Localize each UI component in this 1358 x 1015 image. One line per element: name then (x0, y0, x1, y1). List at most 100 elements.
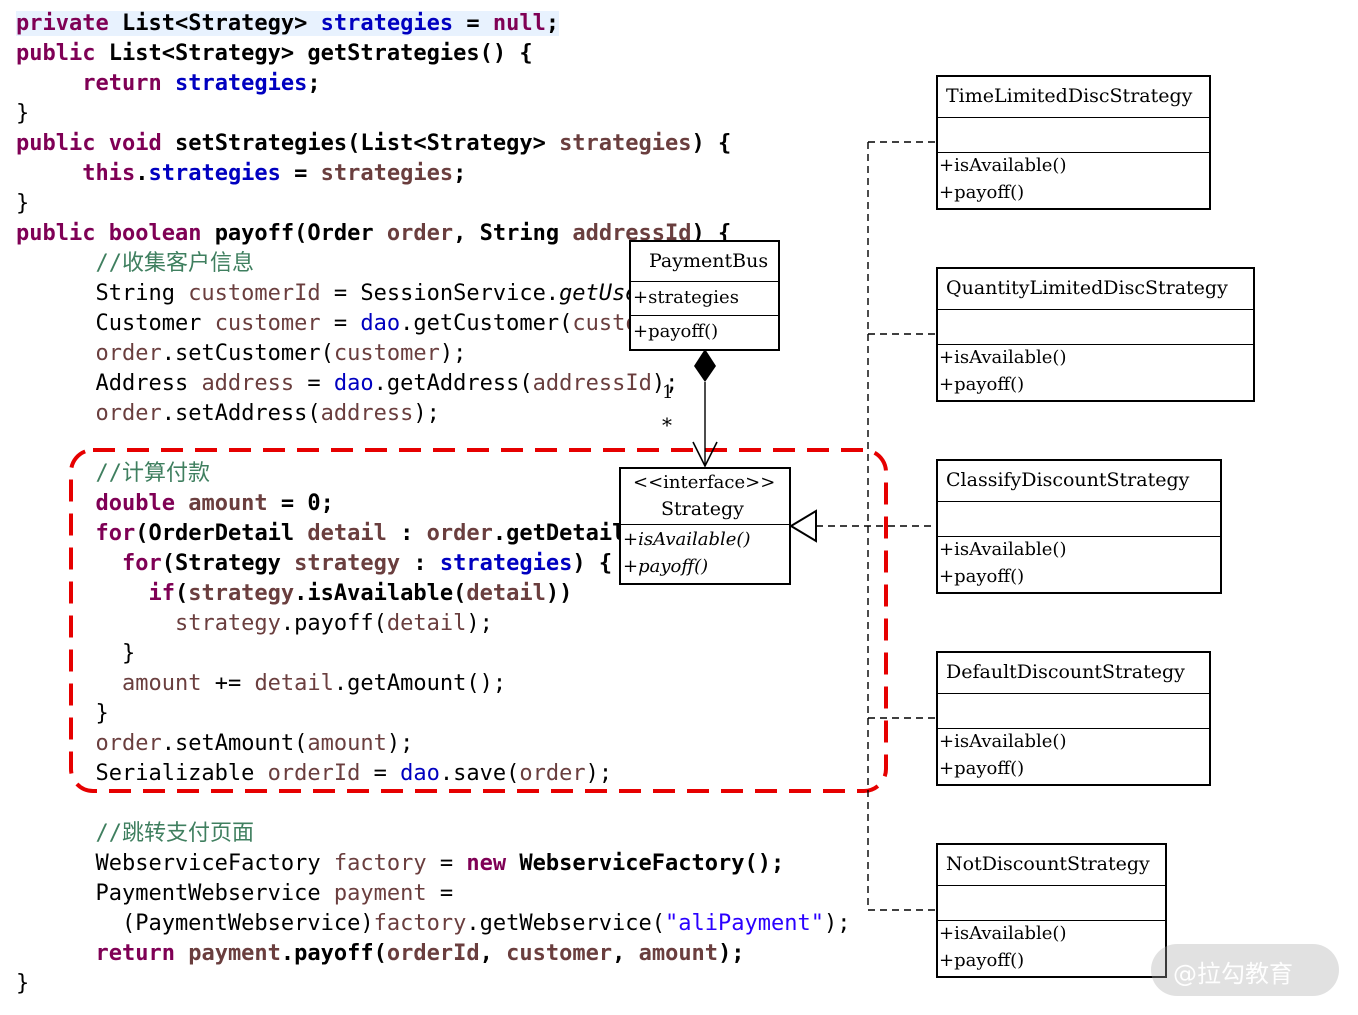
code-token: Customer (16, 311, 215, 336)
code-token: payment (188, 941, 281, 966)
paymentbus-name: PaymentBus (649, 250, 769, 272)
strategy-op-payoff: +payoff() (623, 556, 709, 577)
paymentbus-attribute: +strategies (633, 287, 739, 308)
code-line: } (16, 189, 29, 219)
code-token: public (16, 41, 109, 66)
code-token: amount (638, 941, 719, 966)
code-token: return (95, 941, 189, 966)
code-token: String (16, 281, 189, 306)
code-token: public (16, 221, 109, 246)
code-token: for (121, 551, 162, 576)
code-token: ; (545, 11, 560, 36)
code-token: new (466, 851, 520, 876)
code-line: strategy.payoff(detail); (16, 609, 493, 639)
code-token: order (519, 761, 586, 786)
code-token: . (135, 161, 149, 186)
composition-arrowhead (692, 441, 718, 468)
code-token: .payoff( (280, 611, 387, 636)
impl-op-payoff: +payoff() (939, 566, 1025, 587)
code-token: dao (400, 761, 440, 786)
code-token: .setCustomer( (161, 341, 334, 366)
code-line: Address address = dao.getAddress(address… (16, 369, 678, 399)
code-token: order (95, 401, 162, 426)
code-line: //收集客户信息 (16, 249, 254, 279)
impl-name: NotDiscountStrategy (946, 853, 1150, 875)
code-token: detail (254, 671, 334, 696)
impl-name: ClassifyDiscountStrategy (946, 469, 1190, 491)
code-token: public (16, 131, 109, 156)
impl-op-payoff: +payoff() (939, 758, 1025, 779)
code-line: public boolean payoff(Order order, Strin… (16, 219, 731, 249)
code-token: )) (545, 581, 573, 606)
code-line: Serializable orderId = dao.save(order); (16, 759, 612, 789)
composition-diamond (694, 349, 716, 382)
code-token: } (16, 101, 30, 126)
impl-class-classify: ClassifyDiscountStrategy +isAvailable() … (936, 459, 1222, 594)
code-token: ; (453, 161, 467, 186)
code-line: } (16, 969, 29, 999)
code-token: strategy (188, 581, 295, 606)
code-line: private List<Strategy> strategies = null… (16, 9, 560, 39)
impl-op-isavailable: +isAvailable() (939, 347, 1067, 368)
code-token: = (453, 11, 493, 36)
impl-class-default: DefaultDiscountStrategy +isAvailable() +… (936, 651, 1211, 786)
watermark: @拉勾教育 (1151, 944, 1339, 996)
code-token: .payoff( (280, 941, 387, 966)
code-token: ); (466, 611, 493, 636)
code-line: return strategies; (16, 69, 320, 99)
paymentbus-class: PaymentBus +strategies +payoff() (629, 240, 780, 351)
highlight-dashed-box (69, 448, 888, 793)
realization-arrowhead (789, 509, 817, 543)
code-token: ); (439, 341, 467, 366)
strategy-name: Strategy (661, 498, 744, 520)
code-token: //计算付款 (95, 461, 210, 486)
code-token: void (108, 131, 175, 156)
code-token: address (201, 371, 295, 396)
code-line: order.setAddress(address); (16, 399, 439, 429)
code-token: .getAmount(); (333, 671, 507, 696)
code-token: ); (823, 911, 851, 936)
code-token: double (95, 491, 189, 516)
code-line: (PaymentWebservice)factory.getWebservice… (16, 909, 851, 939)
code-line: for(Strategy strategy : strategies) { (16, 549, 612, 579)
code-token: ) { (691, 221, 732, 246)
code-token: strategy (294, 551, 401, 576)
code-token: ) { (572, 551, 613, 576)
code-token: order (426, 521, 493, 546)
code-token: List<Strategy> getStrategies() { (108, 41, 533, 66)
code-line: } (16, 699, 108, 729)
code-token: amount (307, 731, 387, 756)
code-token: } (16, 191, 30, 216)
code-line: if(strategy.isAvailable(detail)) (16, 579, 572, 609)
code-token: for (95, 521, 136, 546)
code-token: = (426, 851, 467, 876)
code-token: = 0; (267, 491, 334, 516)
code-token: (OrderDetail (135, 521, 308, 546)
code-line: //计算付款 (16, 459, 210, 489)
code-token: , (612, 941, 639, 966)
code-token: ); (386, 731, 414, 756)
code-token: PaymentWebservice (16, 881, 334, 906)
code-token: customer (506, 941, 613, 966)
code-token: customer (333, 341, 440, 366)
code-token: ); (585, 761, 613, 786)
code-token: ); (718, 941, 745, 966)
code-line: return payment.payoff(orderId, customer,… (16, 939, 745, 969)
impl-op-payoff: +payoff() (939, 182, 1025, 203)
code-token: detail (386, 611, 467, 636)
impl-op-isavailable: +isAvailable() (939, 923, 1067, 944)
code-token: } (16, 641, 136, 666)
code-line: order.setCustomer(customer); (16, 339, 466, 369)
strategy-stereotype: <<interface>> (633, 472, 776, 493)
code-line: public void setStrategies(List<Strategy>… (16, 129, 731, 159)
code-token: WebserviceFactory(); (519, 851, 785, 876)
code-token: = (426, 881, 454, 906)
code-token: factory (373, 911, 467, 936)
impl-class-notdiscount: NotDiscountStrategy +isAvailable() +payo… (936, 843, 1167, 978)
code-token: if (148, 581, 175, 606)
impl-name: QuantityLimitedDiscStrategy (946, 277, 1228, 299)
code-token: return (82, 71, 175, 96)
code-token: "aliPayment" (665, 911, 824, 936)
